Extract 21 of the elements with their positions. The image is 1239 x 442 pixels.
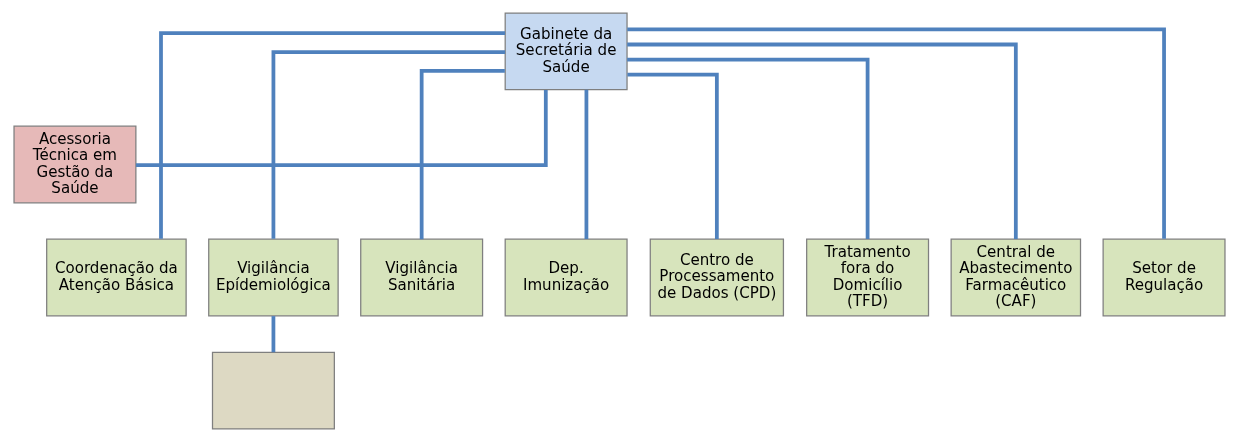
- node-box: Central de Abastecimento Farmacêutico (CAF): [950, 238, 1082, 317]
- connector: [271, 50, 506, 239]
- node-box: [211, 351, 335, 430]
- node-box: Vigilância Sanitária: [360, 238, 484, 317]
- connector: [136, 89, 548, 167]
- connector: [627, 57, 870, 240]
- node-box: Vigilância Epídemiológica: [208, 238, 339, 317]
- node-box: Tratamento fora do Domicílio (TFD): [806, 238, 930, 317]
- connector: [584, 89, 589, 239]
- node-box: Coordenação da Atenção Básica: [46, 238, 187, 317]
- connector: [271, 316, 276, 353]
- connector: [627, 72, 719, 239]
- node-box: Acessoria Técnica em Gestão da Saúde: [13, 125, 137, 204]
- connector: [419, 69, 505, 240]
- node-box: Gabinete da Secretária de Saúde: [504, 12, 628, 91]
- node-box: Dep. Imunização: [504, 238, 628, 317]
- connector: [627, 27, 1166, 239]
- node-box: Centro de Processamento de Dados (CPD): [649, 238, 785, 317]
- connector: [627, 42, 1018, 240]
- connector: [159, 31, 505, 239]
- node-box: Setor de Regulação: [1102, 238, 1226, 317]
